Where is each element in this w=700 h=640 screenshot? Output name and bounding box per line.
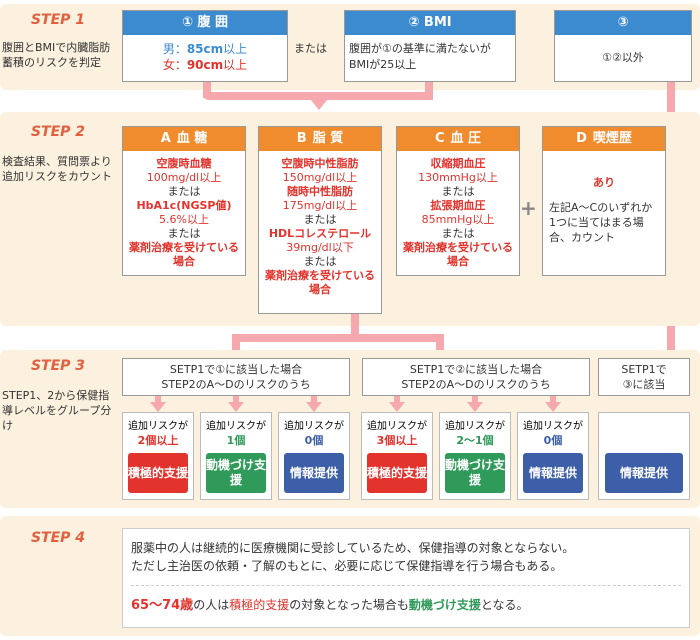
connector-2d [436, 334, 444, 356]
level-info-3: 情報提供 [605, 453, 683, 493]
level-motivation-2: 動機づけ支援 [445, 453, 505, 493]
risk-b-l6: 39mg/dl以下 [286, 241, 354, 254]
step3-description: STEP1、2から保健指導レベルをグループ分け [2, 389, 112, 432]
bmi-box: ② BMI 腹囲が①の基準に満たないが BMIが25以上 [344, 10, 516, 82]
risk-a-or1: または [167, 185, 201, 198]
arrow-r3 [306, 402, 322, 412]
waist-male: 男：85cm以上 [162, 42, 248, 56]
step4-age-note: 65〜74歳の人は積極的支援の対象となった場合も動機づけ支援となる。 [131, 585, 681, 615]
risk-a-or2: または [167, 227, 201, 240]
waist-header: ① 腹 囲 [123, 11, 287, 35]
bmi-text1: 腹囲が①の基準に満たないが [349, 42, 491, 55]
risk-a-l4: 5.6%以上 [159, 213, 209, 226]
other-box: ③ ①②以外 [554, 10, 692, 82]
arrow-r4 [389, 402, 405, 412]
risk-c-l2: 130mmHg以上 [418, 171, 498, 184]
risk-c-or1: または [441, 185, 475, 198]
arrow-stem-r5 [472, 396, 478, 404]
bmi-text2: BMIが25以上 [349, 58, 417, 71]
connector-1c [425, 82, 433, 100]
other-text: ①②以外 [602, 51, 644, 64]
step2-description: 検査結果、質問票より追加リスクをカウント [2, 155, 112, 183]
level-active-1: 積極的支援 [128, 453, 188, 493]
risk-box-2: 追加リスクが 1個 動機づけ支援 [200, 412, 272, 500]
arrow-r2 [228, 402, 244, 412]
arrow-r5 [467, 402, 483, 412]
risk-b-l1: 空腹時中性脂肪 [281, 157, 359, 170]
connector-2c [232, 334, 240, 356]
step4-tag: STEP 4 [6, 524, 110, 552]
level-info-2: 情報提供 [523, 453, 583, 493]
arrow-to-step2 [311, 100, 327, 110]
step1-description: 腹囲とBMIで内臓脂肪蓄積のリスクを判定 [2, 41, 111, 69]
step4-note-box: 服薬中の人は継続的に医療機関に受診しているため、保健指導の対象とならない。 ただ… [122, 528, 690, 628]
bmi-header: ② BMI [345, 11, 515, 35]
arrow-stem-r2 [233, 396, 239, 404]
level-info-1: 情報提供 [284, 453, 344, 493]
arrow-stem-r3 [311, 396, 317, 404]
arrow-stem-r4 [394, 396, 400, 404]
risk-b-l4: 175mg/dl以上 [282, 199, 358, 212]
risk-c-l5: 薬剤治療を受けている場合 [403, 241, 513, 268]
risk-b-l5: HDLコレステロール [268, 227, 372, 240]
step4-text1: 服薬中の人は継続的に医療機関に受診しているため、保健指導の対象とならない。 [131, 541, 575, 555]
level-motivation-1: 動機づけ支援 [206, 453, 266, 493]
risk-b-or1: または [303, 213, 337, 226]
connector-2b [232, 334, 444, 342]
risk-c-l1: 収縮期血圧 [430, 157, 486, 170]
other-header: ③ [555, 11, 691, 35]
arrow-r1 [150, 402, 166, 412]
risk-c-l4: 85mmHg以上 [421, 213, 495, 226]
step1-tag: STEP 1 [6, 6, 110, 34]
step3-tag: STEP 3 [6, 352, 110, 380]
risk-box-1: 追加リスクが 2個以上 積極的支援 [122, 412, 194, 500]
risk-d-l1: あり [593, 176, 615, 189]
arrow-stem-r1 [155, 396, 161, 404]
arrow-r6 [545, 402, 561, 412]
step4-text2: ただし主治医の依頼・了解のもとに、必要に応じて保健指導を行う場合もある。 [131, 559, 563, 573]
risk-a-l1: 空腹時血糖 [156, 157, 212, 170]
risk-box-3: 追加リスクが 0個 情報提供 [278, 412, 350, 500]
connector-1d [315, 92, 323, 102]
risk-box-5: 追加リスクが 2〜1個 動機づけ支援 [439, 412, 511, 500]
risk-c-or2: または [441, 227, 475, 240]
arrow-stem-r6 [550, 396, 556, 404]
risk-b-l2: 150mg/dl以上 [282, 171, 358, 184]
risk-b-l3: 随時中性脂肪 [287, 185, 353, 198]
risk-box-7: 情報提供 [598, 412, 690, 500]
risk-b-l7: 薬剤治療を受けている場合 [265, 269, 375, 296]
risk-a-l3: HbA1c(NGSP値) [136, 199, 232, 212]
waist-female: 女：90cm以上 [162, 58, 248, 72]
risk-a-l5: 薬剤治療を受けている場合 [129, 241, 239, 268]
step2-tag: STEP 2 [6, 118, 110, 146]
risk-a-l2: 100mg/dl以上 [146, 171, 222, 184]
plus-icon: + [520, 196, 537, 220]
risk-c-l3: 拡張期血圧 [430, 199, 486, 212]
risk-box-6: 追加リスクが 0個 情報提供 [517, 412, 589, 500]
step1-or-text: または [294, 42, 327, 55]
risk-d-l2: 左記A〜Cのいずれか1つに当てはまる場合、カウント [549, 201, 653, 244]
level-active-2: 積極的支援 [367, 453, 427, 493]
bmi-box-waist: ① 腹 囲 男：85cm以上 女：90cm以上 [122, 10, 288, 82]
connector-2a [351, 314, 359, 336]
connector-1a [203, 82, 211, 98]
risk-box-4: 追加リスクが 3個以上 積極的支援 [361, 412, 433, 500]
risk-b-or2: または [303, 255, 337, 268]
